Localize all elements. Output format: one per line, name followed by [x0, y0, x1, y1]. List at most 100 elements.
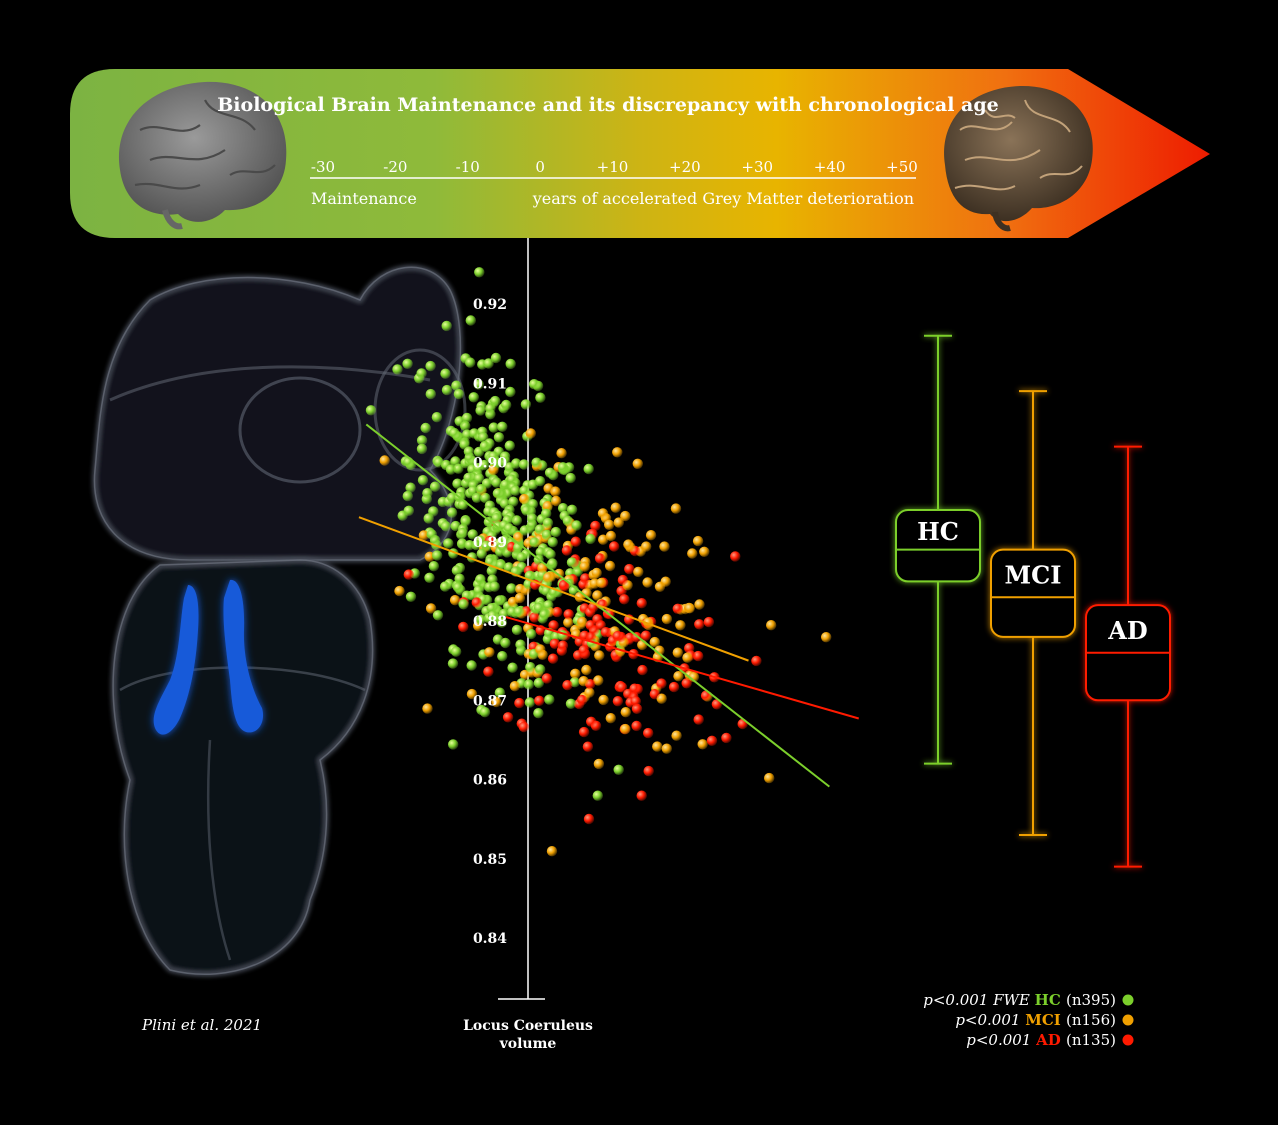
scatter-point-ad	[751, 655, 762, 667]
scatter-point-mci	[620, 723, 631, 735]
scatter-point-mci	[633, 566, 644, 578]
scatter-point-hc	[613, 764, 624, 775]
scatter-point-hc	[483, 358, 494, 369]
scatter-point-ad	[580, 573, 591, 584]
scatter-point-hc	[467, 529, 478, 540]
scatter-point-mci	[598, 534, 609, 545]
scatter-point-hc	[541, 585, 552, 597]
scatter-point-mci	[692, 535, 704, 547]
scatter-point-ad	[703, 616, 715, 628]
scatter-point-hc	[428, 506, 439, 517]
scatter-point-hc	[566, 504, 578, 515]
scatter-point-hc	[533, 708, 544, 719]
scatter-point-mci	[593, 675, 604, 686]
scatter-point-mci	[556, 448, 567, 459]
scatter-point-hc	[542, 517, 554, 529]
citation: Plini et al. 2021	[141, 1016, 262, 1034]
scatter-point-hc	[527, 513, 538, 524]
scatter-point-mci	[449, 595, 461, 606]
scatter-point-hc	[473, 585, 484, 596]
scatter-point-ad	[502, 712, 514, 723]
scatter-point-mci	[593, 758, 605, 770]
scatter-point-hc	[469, 428, 480, 439]
scatter-point-hc	[507, 662, 518, 673]
scatter-point-ad	[656, 678, 667, 689]
scatter-point-hc	[505, 386, 516, 398]
scatter-point-ad	[563, 609, 574, 620]
scatter-point-hc	[489, 581, 500, 592]
banner-left-caption: Maintenance	[311, 189, 417, 208]
locus-coeruleus-right	[223, 579, 264, 733]
scatter-point-mci	[513, 532, 524, 543]
scatter-point-hc	[494, 595, 505, 606]
scatter-point-hc	[481, 540, 492, 551]
scatter-point-ad	[630, 696, 641, 707]
banner-scale-tick: -30	[311, 158, 335, 176]
scatter-point-hc	[402, 358, 413, 369]
scatter-point-ad	[548, 620, 559, 631]
scatter-point-hc	[488, 422, 499, 433]
scatter-point-ad	[721, 732, 732, 744]
scatter-point-hc	[557, 462, 569, 473]
scatter-point-hc	[473, 446, 485, 458]
scatter-point-hc	[468, 392, 479, 403]
scatter-point-hc	[448, 739, 459, 750]
scatter-point-ad	[600, 627, 612, 638]
scatter-point-ad	[694, 619, 705, 630]
scatter-point-ad	[631, 720, 642, 732]
scatter-point-mci	[649, 636, 660, 648]
scatter-point-ad	[617, 574, 629, 586]
scatter-point-hc	[510, 485, 521, 496]
legend-entry: p<0.001 MCI (n156)	[955, 1011, 1116, 1029]
scatter-point-hc	[465, 315, 476, 326]
scatter-point-hc	[416, 443, 428, 455]
scatter-point-ad	[693, 714, 704, 725]
scatter-point-ad	[637, 664, 648, 676]
scatter-point-hc	[516, 552, 527, 563]
scatter-point-mci	[623, 539, 634, 550]
scatter-point-mci	[604, 560, 616, 572]
scatter-point-ad	[561, 545, 573, 556]
scatter-point-hc	[429, 481, 441, 492]
scatter-point-hc	[504, 440, 515, 451]
scatter-point-mci	[654, 645, 665, 656]
scatter-point-hc	[428, 561, 440, 572]
scatter-point-mci	[699, 546, 710, 557]
scatter-point-hc	[451, 565, 463, 576]
scatter-point-hc	[550, 526, 562, 538]
boxplot-label: HC	[917, 517, 959, 546]
scatter-point-mci	[592, 590, 603, 601]
scatter-point-ad	[578, 645, 589, 656]
scatter-point-mci	[613, 517, 624, 528]
scatter-point-ad	[471, 597, 482, 608]
scatter-point-ad	[636, 598, 647, 609]
scatter-point-ad	[590, 520, 601, 532]
scatter-point-mci	[604, 519, 615, 530]
banner-scale-tick: +30	[741, 158, 773, 176]
scatter-point-mci	[550, 495, 562, 507]
scatter-point-hc	[547, 537, 558, 548]
scatter-point-ad	[578, 726, 590, 738]
boxplot-label: AD	[1107, 616, 1147, 645]
banner-scale-tick: +20	[669, 158, 701, 176]
scatter-point-hc	[499, 451, 511, 462]
scatter-point-hc	[465, 357, 476, 368]
scatter-point-hc	[441, 320, 452, 332]
scatter-point-hc	[479, 707, 491, 718]
scatter-point-ad	[458, 621, 469, 633]
scatter-point-hc	[508, 496, 519, 507]
scatter-point-ad	[552, 606, 563, 618]
scatter-point-mci	[596, 577, 607, 589]
y-axis-label-line1: Locus Coeruleus	[463, 1018, 593, 1034]
scatter-point-hc	[458, 599, 469, 610]
scatter-point-mci	[543, 572, 554, 583]
scatter-point-hc	[463, 446, 475, 457]
scatter-point-mci	[519, 493, 530, 505]
scatter-point-hc	[592, 790, 603, 801]
scatter-point-hc	[454, 573, 465, 584]
scatter-point-hc	[557, 503, 569, 514]
scatter-point-hc	[457, 527, 468, 539]
scatter-point-hc	[493, 432, 505, 443]
scatter-point-hc	[571, 520, 582, 531]
